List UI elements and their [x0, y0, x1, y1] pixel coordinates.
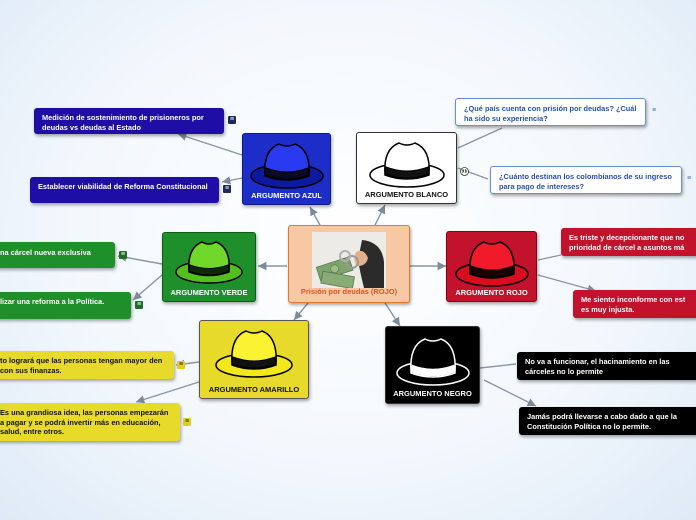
leaf-azul-2-text: Establecer viabilidad de Reforma Constit… [38, 182, 208, 191]
leaf-negro-1-text: No va a funcionar, el hacinamiento en la… [525, 357, 670, 376]
leaf-verde-2-text: lizar una reforma a la Política. [0, 297, 105, 306]
hat-amarillo-label: ARGUMENTO AMARILLO [208, 385, 300, 394]
note-icon[interactable]: ≡ [651, 107, 657, 114]
connector-negro-1 [479, 363, 517, 369]
note-icon[interactable]: ≡ [183, 418, 191, 426]
hat-node-negro[interactable]: ARGUMENTO NEGRO [385, 326, 480, 404]
hat-yellow-icon [215, 330, 293, 378]
hat-red-icon [454, 241, 529, 287]
connector-rojo-2 [537, 274, 597, 293]
money-handcuffs-image [312, 232, 386, 288]
hat-rojo-label: ARGUMENTO ROJO [455, 288, 528, 297]
leaf-azul-1[interactable]: Medición de sostenimiento de prisioneros… [34, 108, 224, 134]
hat-node-azul[interactable]: ARGUMENTO AZUL [242, 133, 331, 205]
connector-azul-1 [177, 132, 243, 156]
leaf-blanco-1-text: ¿Qué país cuenta con prisión por deudas?… [464, 104, 637, 123]
note-icon[interactable]: ≡ [228, 116, 236, 124]
hat-white-icon [368, 142, 445, 188]
hat-node-blanco[interactable]: ARGUMENTO BLANCO [356, 132, 457, 204]
connector-blanco-1 [457, 127, 503, 149]
connector-rojo-1 [537, 254, 562, 261]
globe-icon[interactable] [460, 163, 469, 176]
hat-blanco-label: ARGUMENTO BLANCO [364, 190, 449, 199]
leaf-amarillo-1-text: to logrará que las personas tengan mayor… [0, 356, 163, 375]
leaf-verde-2[interactable]: lizar una reforma a la Política. [0, 292, 131, 319]
connector-center-blanco [374, 204, 386, 226]
note-icon[interactable]: ≡ [686, 175, 692, 182]
leaf-amarillo-1[interactable]: to logrará que las personas tengan mayor… [0, 351, 174, 379]
hat-verde-label: ARGUMENTO VERDE [170, 288, 248, 297]
central-topic[interactable]: Prisión por deudas (ROJO) [288, 225, 410, 303]
note-icon[interactable]: ≡ [119, 251, 127, 259]
leaf-blanco-1[interactable]: ¿Qué país cuenta con prisión por deudas?… [455, 98, 646, 126]
connector-negro-2 [483, 379, 537, 407]
leaf-negro-1[interactable]: No va a funcionar, el hacinamiento en la… [517, 352, 696, 380]
leaf-blanco-2[interactable]: ¿Cuánto destinan los colombianos de su i… [490, 166, 682, 194]
leaf-negro-2[interactable]: Jamás podrá llevarse a cabo dado a que l… [519, 407, 696, 435]
leaf-amarillo-2[interactable]: Es una grandiosa idea, las personas empe… [0, 403, 180, 441]
hat-node-verde[interactable]: ARGUMENTO VERDE [162, 232, 256, 302]
connector-verde-2 [132, 274, 163, 301]
connector-amarillo-2 [135, 381, 200, 404]
hat-node-rojo[interactable]: ARGUMENTO ROJO [446, 231, 537, 302]
leaf-rojo-1[interactable]: Es triste y decepcionante que no priorid… [561, 228, 696, 256]
leaf-azul-2[interactable]: Establecer viabilidad de Reforma Constit… [30, 177, 219, 203]
note-icon[interactable]: ≡ [135, 301, 143, 309]
hat-blue-icon [249, 143, 324, 189]
hat-negro-label: ARGUMENTO NEGRO [393, 389, 472, 398]
leaf-azul-1-text: Medición de sostenimiento de prisioneros… [42, 113, 204, 132]
leaf-blanco-2-text: ¿Cuánto destinan los colombianos de su i… [499, 172, 672, 191]
central-topic-title: Prisión por deudas (ROJO) [300, 287, 398, 296]
leaf-rojo-1-text: Es triste y decepcionante que no priorid… [569, 233, 685, 252]
hat-green-icon [175, 241, 243, 284]
connector-azul-2 [221, 176, 243, 185]
leaf-amarillo-2-text: Es una grandiosa idea, las personas empe… [0, 408, 169, 437]
connector-center-azul [309, 206, 321, 226]
leaf-rojo-2-text: Me siento inconforme con est es muy inju… [581, 295, 686, 314]
hat-node-amarillo[interactable]: ARGUMENTO AMARILLO [199, 320, 309, 399]
hat-black-icon [395, 338, 470, 386]
hat-azul-label: ARGUMENTO AZUL [251, 191, 322, 200]
leaf-rojo-2[interactable]: Me siento inconforme con est es muy inju… [573, 290, 696, 318]
leaf-verde-1-text: na cárcel nueva exclusiva [0, 248, 91, 257]
leaf-negro-2-text: Jamás podrá llevarse a cabo dado a que l… [527, 412, 677, 431]
connector-center-amarillo [293, 302, 309, 321]
leaf-verde-1[interactable]: na cárcel nueva exclusiva [0, 242, 115, 268]
note-icon[interactable]: ≡ [177, 361, 185, 369]
connector-center-negro [384, 302, 401, 327]
note-icon[interactable]: ≡ [223, 185, 231, 193]
